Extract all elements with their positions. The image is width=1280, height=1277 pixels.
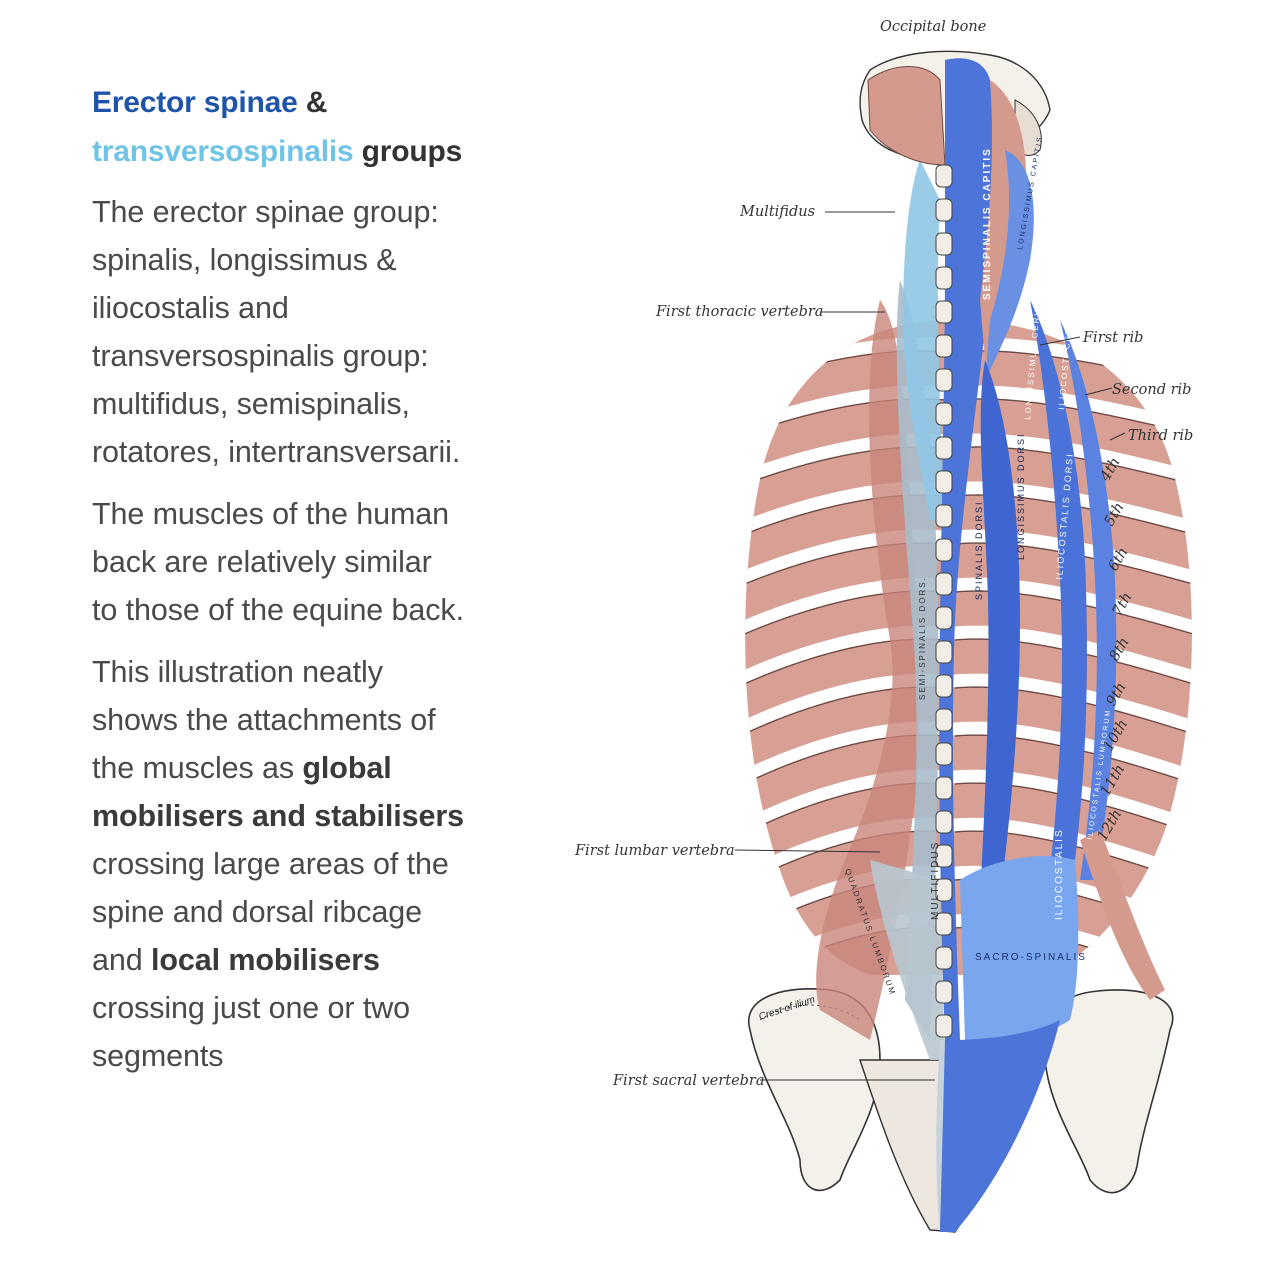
vertebra — [935, 606, 953, 630]
vertebra — [935, 504, 953, 528]
vertebra — [935, 674, 953, 698]
vertebra — [935, 300, 953, 324]
label-semispinalis-dorsi: SEMI-SPINALIS DORS. — [918, 576, 927, 700]
vertebra — [935, 640, 953, 664]
text-line: rotatores, intertransversarii. — [92, 435, 461, 469]
vertebra — [935, 436, 953, 460]
back-muscles-illustration: SEMISPINALIS CAPITIS LONGISSIMUS CAPITIS… — [574, 19, 1193, 1233]
text-line: multifidus, semispinalis, — [92, 387, 410, 421]
label-spinalis-dorsi: SPINALIS DORSI — [974, 500, 984, 600]
text-line: and — [92, 943, 143, 977]
text-line: segments — [92, 1039, 224, 1073]
vertebra — [935, 912, 953, 936]
label-sacrospinalis: SACRO-SPINALIS — [975, 952, 1087, 963]
text-line: shows the attachments of — [92, 703, 436, 737]
label-multifidus: Multifidus — [739, 204, 815, 220]
text-line: crossing large areas of the — [92, 847, 449, 881]
label-first-lumbar-vertebra: First lumbar vertebra — [574, 843, 735, 859]
bold-global: global — [302, 751, 392, 785]
vertebra — [935, 844, 953, 868]
heading-groups: groups — [361, 135, 463, 168]
text-line: transversospinalis group: — [92, 339, 429, 373]
label-third-rib: Third rib — [1128, 428, 1193, 444]
paragraph-equine: The muscles of the human back are relati… — [92, 490, 552, 634]
text-line: iliocostalis and — [92, 291, 289, 325]
heading-line-1: Erector spinae & — [92, 78, 552, 127]
text-line: the muscles as — [92, 751, 295, 785]
text-line: to those of the equine back. — [92, 593, 464, 627]
label-occipital-bone: Occipital bone — [880, 19, 986, 35]
vertebra — [935, 1014, 953, 1038]
text-line: spinalis, longissimus & — [92, 243, 397, 277]
text-line: This illustration neatly — [92, 655, 383, 689]
vertebra — [935, 810, 953, 834]
vertebra — [935, 470, 953, 494]
annotation-labels: Occipital bone Multifidus First thoracic… — [574, 19, 1193, 1089]
text-line: The erector spinae group: — [92, 195, 439, 229]
vertebra — [935, 368, 953, 392]
vertebra — [935, 572, 953, 596]
text-line: crossing just one or two — [92, 991, 410, 1025]
text-line: back are relatively similar — [92, 545, 432, 579]
heading-line-2: transversospinalis groups — [92, 127, 552, 176]
leader-lines — [734, 211, 1126, 1081]
vertebra — [935, 402, 953, 426]
paragraph-illustration: This illustration neatly shows the attac… — [92, 648, 552, 1080]
bold-mobilisers-stabilisers: mobilisers and stabilisers — [92, 799, 465, 833]
label-longissimus-dorsi: LONGISSIMUS DORSI — [1016, 432, 1026, 560]
label-second-rib: Second rib — [1112, 382, 1191, 398]
text-panel: Erector spinae & transversospinalis grou… — [92, 78, 552, 1080]
vertebra — [935, 980, 953, 1004]
vertebra — [935, 946, 953, 970]
vertebra — [935, 878, 953, 902]
paragraph-groups: The erector spinae group: spinalis, long… — [92, 188, 552, 476]
label-multifidus-vertical: MULTIFIDUS — [930, 841, 941, 920]
heading: Erector spinae & transversospinalis grou… — [92, 78, 552, 176]
label-first-sacral-vertebra: First sacral vertebra — [612, 1073, 765, 1089]
vertebra — [935, 164, 953, 188]
heading-transversospinalis: transversospinalis — [92, 135, 354, 168]
bold-local-mobilisers: local mobilisers — [150, 943, 380, 977]
vertebra — [935, 334, 953, 358]
vertebra — [935, 266, 953, 290]
vertebra — [935, 232, 953, 256]
text-line: spine and dorsal ribcage — [92, 895, 422, 929]
right-transversospinalis-muscles — [939, 58, 1165, 1232]
label-semispinalis-capitis: SEMISPINALIS CAPITIS — [982, 147, 993, 300]
vertebra — [935, 198, 953, 222]
vertebral-column — [935, 164, 953, 1038]
vertebra — [935, 538, 953, 562]
vertebra — [935, 742, 953, 766]
vertebra — [935, 776, 953, 800]
heading-erector-spinae: Erector spinae — [92, 86, 298, 119]
label-iliocostalis-vertical: ILIOCOSTALIS — [1054, 828, 1065, 920]
label-first-thoracic-vertebra: First thoracic vertebra — [655, 304, 823, 320]
text-line: The muscles of the human — [92, 497, 450, 531]
vertebra — [935, 708, 953, 732]
heading-ampersand: & — [305, 86, 328, 119]
label-first-rib: First rib — [1082, 330, 1143, 346]
